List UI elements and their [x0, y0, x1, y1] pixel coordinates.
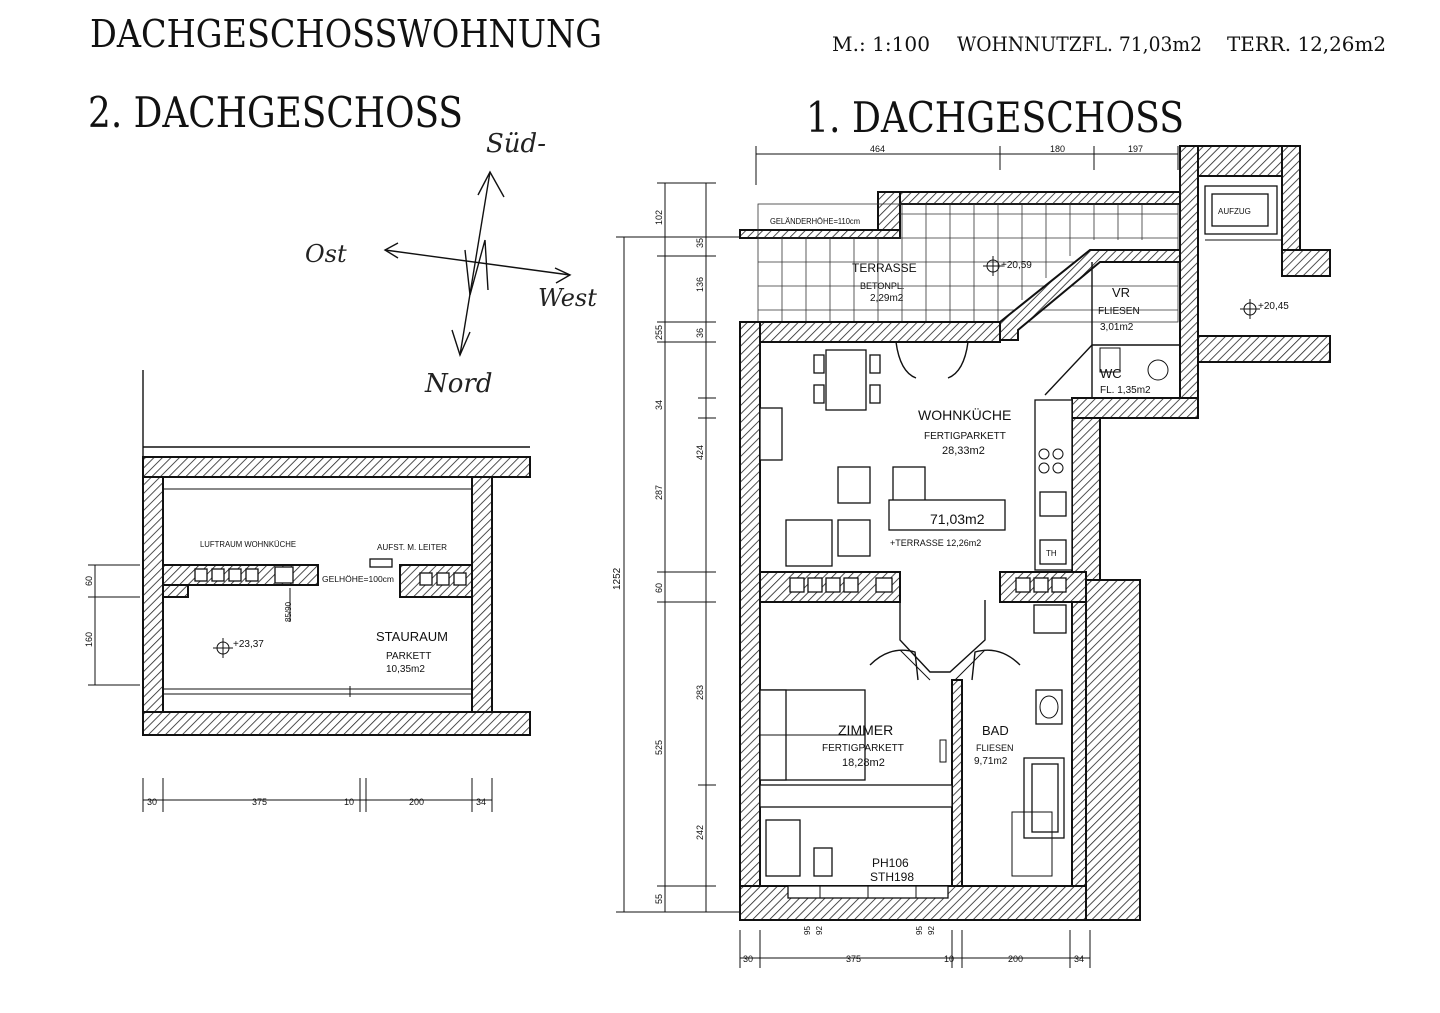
total-terrace: +TERRASSE 12,26m2 [890, 538, 981, 548]
ph-label: PH106 [872, 856, 909, 870]
window-dim-1: 92 [815, 926, 824, 935]
compass-west-label: West [538, 284, 597, 312]
kitchen-floor: FERTIGPARKETT [924, 431, 1006, 442]
floor2-room-floor: PARKETT [386, 651, 431, 662]
compass-north-label: Nord [424, 369, 492, 399]
floor1-dim-left-6: 424 [695, 445, 705, 460]
floor1-rail-label: GELÄNDERHÖHE=110cm [770, 217, 860, 226]
window-dim-0: 95 [803, 926, 812, 935]
total-area: 71,03m2 [930, 511, 985, 527]
window-dim-2: 95 [915, 926, 924, 935]
floor2-dim-left-0: 60 [84, 576, 94, 586]
floor1-dim-left-5: 34 [654, 400, 664, 410]
scale-label: M.: 1:100 [832, 32, 930, 56]
wc-name: WC [1100, 366, 1122, 381]
bath-floor: FLIESEN [976, 743, 1014, 753]
terrace-floor: BETONPL. [860, 281, 904, 291]
compass-east-label: Ost [305, 240, 347, 268]
floor2-dim-bottom-4: 34 [476, 797, 486, 807]
floor1-dim-left-7: 287 [654, 485, 664, 500]
floor1-dim-left-8: 60 [654, 583, 664, 593]
window-dim-3: 92 [927, 926, 936, 935]
floor1-dim-top-2: 197 [1128, 144, 1143, 154]
bath-name: BAD [982, 723, 1009, 738]
floor2-room-area: 10,35m2 [386, 664, 425, 675]
floor1-dim-left-4: 36 [695, 328, 705, 338]
lift-level: +20,45 [1258, 301, 1289, 312]
terrace-area: 2,29m2 [870, 293, 904, 304]
floor2-void-label: LUFTRAUM WOHNKÜCHE [200, 540, 296, 549]
kitchen-area: 28,33m2 [942, 445, 985, 457]
main-title: DACHGESCHOSSWOHNUNG [90, 12, 602, 56]
floor1-plan [616, 145, 1331, 968]
floor2-dim-bottom-0: 30 [147, 797, 157, 807]
vr-floor: FLIESEN [1098, 306, 1140, 317]
floor2-ladder-label: AUFST. M. LEITER [377, 543, 447, 552]
floor1-dim-bottom-1: 375 [846, 954, 861, 964]
floor1-dim-left-3: 255 [654, 325, 664, 340]
vr-area: 3,01m2 [1100, 322, 1134, 333]
floor1-dim-left-0: 102 [654, 210, 664, 225]
floor1-dim-left-11: 242 [695, 825, 705, 840]
compass-south-label: Süd- [486, 129, 546, 159]
floor1-dim-left-10: 283 [695, 685, 705, 700]
living-area-label: WOHNNUTZFL. 71,03m2 [957, 32, 1202, 56]
floor2-dim-small: 85/90 [284, 601, 293, 622]
sth-label: STH198 [870, 870, 914, 884]
floor1-dim-left-2: 136 [695, 277, 705, 292]
floor1-dim-bottom-4: 34 [1074, 954, 1084, 964]
terrace-level: +20,59 [1001, 260, 1032, 271]
floor1-dim-left-12: 55 [654, 894, 664, 904]
wc-floor-area: FL. 1,35m2 [1100, 385, 1151, 396]
floor2-plan [88, 370, 531, 812]
floor2-dim-bottom-2: 10 [344, 797, 354, 807]
floor2-dim-bottom-1: 375 [252, 797, 267, 807]
room-area: 18,28m2 [842, 757, 885, 769]
terrace-area-label: TERR. 12,26m2 [1227, 32, 1386, 56]
th-label: TH [1046, 549, 1057, 558]
floor1-dim-bottom-0: 30 [743, 954, 753, 964]
floor2-dim-left-1: 160 [84, 632, 94, 647]
floor1-dim-top-1: 180 [1050, 144, 1065, 154]
floor1-dim-total: 1252 [612, 567, 623, 590]
terrace-name: TERRASSE [852, 261, 917, 275]
floor1-title: 1. DACHGESCHOSS [806, 93, 1184, 142]
floor1-dim-bottom-3: 200 [1008, 954, 1023, 964]
vr-name: VR [1112, 285, 1130, 300]
kitchen-name: WOHNKÜCHE [918, 406, 1011, 423]
floor1-dim-top-0: 464 [870, 144, 885, 154]
floor2-room-name: STAURAUM [376, 629, 448, 644]
floor2-title: 2. DACHGESCHOSS [88, 88, 463, 137]
room-floor: FERTIGPARKETT [822, 743, 904, 754]
bath-area: 9,71m2 [974, 756, 1008, 767]
floor2-rail-label: GELHÖHE=100cm [322, 575, 394, 584]
floor1-dim-left-1: 35 [695, 238, 705, 248]
floor1-dim-left-9: 525 [654, 740, 664, 755]
floor1-dim-bottom-2: 10 [944, 954, 954, 964]
room-name: ZIMMER [838, 722, 893, 738]
compass-sketch [383, 170, 572, 357]
floor2-level: +23,37 [233, 639, 264, 650]
lift-label: AUFZUG [1218, 207, 1251, 216]
floor2-dim-bottom-3: 200 [409, 797, 424, 807]
